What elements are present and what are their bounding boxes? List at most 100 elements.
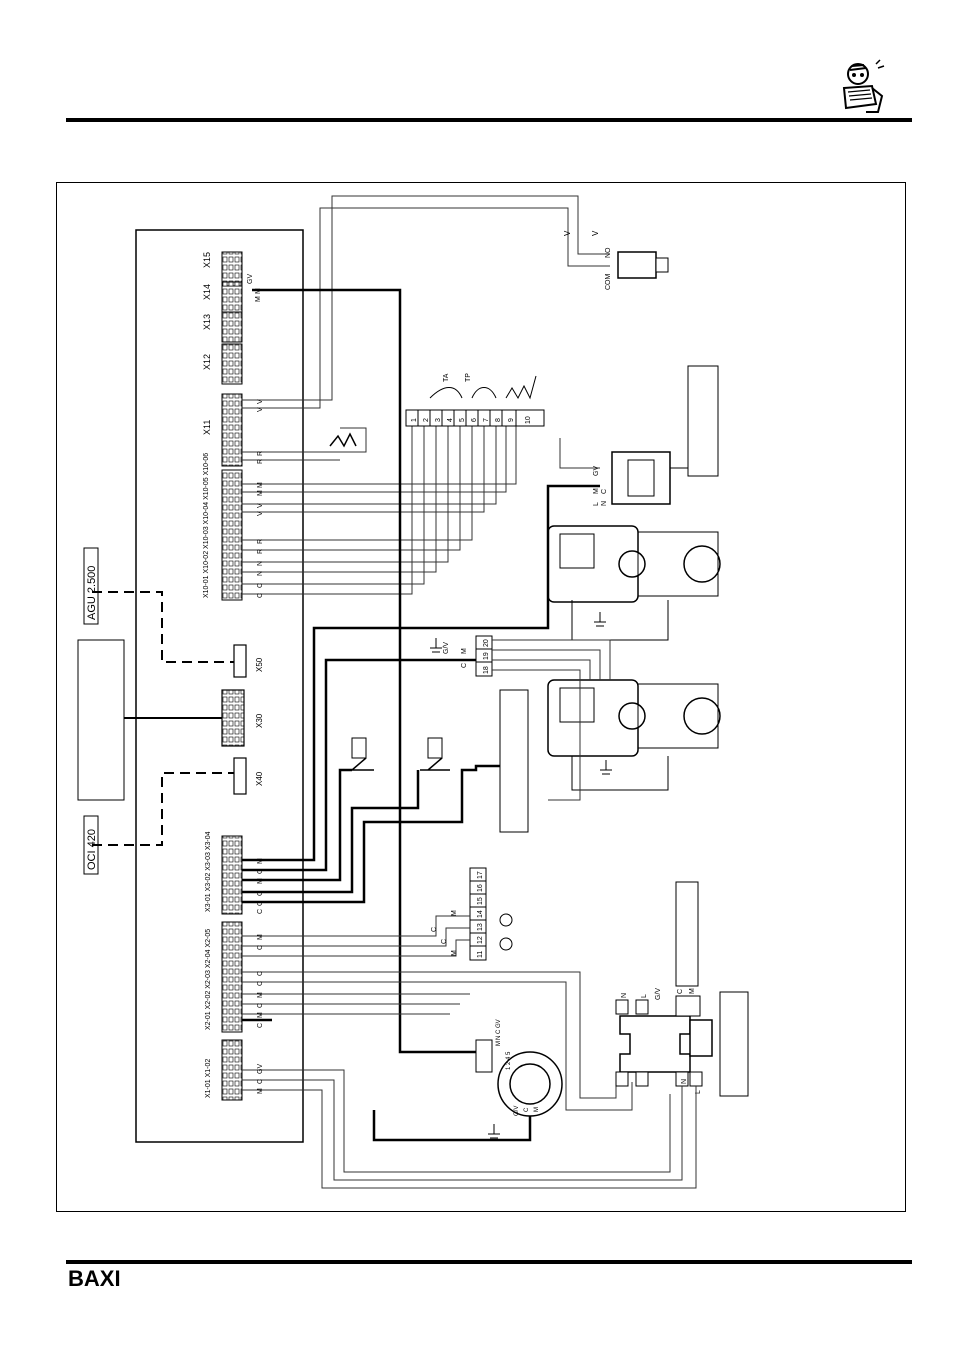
terminal-a-9: 9	[508, 418, 515, 422]
svg-text:M: M	[451, 910, 458, 916]
connector-x12-label: X12	[202, 354, 212, 370]
connector-x3-header: X3-01 X3-02 X3-03 X3-04	[205, 831, 212, 912]
thermostat-tp-label: TP	[465, 373, 472, 382]
svg-text:M: M	[257, 992, 264, 998]
agu-bus-line	[92, 591, 234, 663]
terminal-c-14: 14	[477, 910, 484, 918]
header-rule	[66, 118, 912, 122]
x1-wire-letters: GV C M	[257, 1064, 264, 1094]
svg-text:V: V	[257, 399, 264, 404]
svg-text:R: R	[257, 459, 264, 464]
connector-x50	[233, 644, 247, 678]
connector-x1-header: X1-01 X1-02	[205, 1059, 212, 1098]
diagram-frame	[56, 182, 906, 1212]
thermostat-switch-icon	[429, 387, 497, 399]
x2-wire-letters: M C C C M C M C	[257, 934, 264, 1028]
svg-text:C: C	[257, 945, 264, 950]
footer-rule	[66, 1260, 912, 1264]
svg-text:C: C	[257, 1003, 264, 1008]
pump-icon-1	[499, 937, 513, 951]
svg-text:M: M	[257, 934, 264, 940]
terminal-b-20: 20	[483, 639, 490, 647]
terminal-c-17: 17	[477, 871, 484, 879]
x11-wire-r	[242, 427, 367, 453]
svg-text:C: C	[257, 869, 264, 874]
terminal-block-b	[430, 635, 493, 677]
valve-wire-bundle	[492, 639, 611, 801]
svg-text:C: C	[257, 1023, 264, 1028]
connector-group-top: X15 X14 X13 X12 X11	[202, 251, 243, 467]
x14-fan-wire	[252, 288, 476, 1054]
svg-text:GV: GV	[257, 1064, 264, 1074]
terminal-c-12: 12	[477, 936, 484, 944]
pump-wire-letters: M C C M	[431, 910, 458, 956]
oci-module-label: OCI 420	[86, 829, 98, 870]
mains-terminal-c: C	[677, 989, 684, 994]
mains-terminal-n: N	[621, 993, 628, 998]
x1-wire-bundle	[242, 1069, 697, 1189]
pressure-switch-wire-1	[242, 195, 610, 401]
fan-wire-n: N	[496, 1036, 502, 1040]
x3-wire-letters: M C M C C C	[257, 858, 264, 914]
svg-text:C: C	[431, 927, 438, 932]
svg-text:C: C	[257, 891, 264, 896]
transformer-wire-m: M	[593, 488, 600, 494]
svg-text:C: C	[257, 981, 264, 986]
terminal-a-1: 1	[411, 418, 418, 422]
brand-logo: BAXI	[68, 1266, 121, 1291]
thermostat-ta-label: TA	[443, 373, 450, 382]
svg-text:GV: GV	[247, 274, 254, 284]
fan-wire-gv: GV	[496, 1019, 502, 1028]
ignition-transformer	[546, 365, 719, 598]
connector-x15-label: X15	[202, 252, 212, 268]
svg-text:C: C	[257, 971, 264, 976]
svg-text:C: C	[257, 901, 264, 906]
fan-earth-m: M	[534, 1107, 540, 1112]
terminal-b-wire-c: C	[461, 663, 468, 668]
svg-text:C: C	[257, 593, 264, 598]
transformer-wire-c: C	[601, 489, 608, 494]
x2-wire-bundle	[242, 971, 633, 1111]
mains-filter	[615, 881, 749, 1097]
svg-text:R: R	[257, 549, 264, 554]
connector-x50-label: X50	[255, 657, 264, 672]
terminal-a-7: 7	[483, 418, 490, 422]
terminal-a-10: 10	[525, 416, 532, 424]
terminal-c-13: 13	[477, 923, 484, 931]
svg-text:R: R	[257, 539, 264, 544]
control-board	[135, 229, 304, 1143]
svg-text:M: M	[451, 950, 458, 956]
safety-thermostat-1	[346, 737, 374, 771]
transformer-wire-gv: GV	[593, 466, 600, 476]
svg-text:V: V	[257, 503, 264, 508]
fan-earth-c: C	[524, 1107, 530, 1112]
x10-wire-letters: M M V V R R N N C C	[257, 482, 264, 598]
gas-valve-upper	[547, 525, 721, 641]
terminal-b-18: 18	[483, 666, 490, 674]
pressure-switch-wire-2	[242, 207, 610, 409]
terminal-a-3: 3	[435, 418, 442, 422]
mains-terminal-gv: G/V	[655, 988, 662, 1000]
pressure-switch-com: COM	[605, 274, 612, 291]
svg-text:C: C	[257, 909, 264, 914]
connector-x3-bank: X3-01 X3-02 X3-03 X3-04	[205, 831, 243, 915]
gas-valve-lower	[547, 679, 721, 791]
connector-x10-header: X10-01 X10-02 X10-03 X10-04 X10-05 X10-0…	[203, 453, 210, 598]
connector-x40-label: X40	[255, 771, 264, 786]
svg-text:V: V	[257, 511, 264, 516]
pump-icon-2	[499, 913, 513, 927]
svg-text:C: C	[257, 583, 264, 588]
svg-text:M: M	[257, 878, 264, 884]
connector-x30	[221, 689, 245, 747]
svg-text:R: R	[257, 451, 264, 456]
mains-terminal-l2: L	[695, 1090, 702, 1094]
interface-module-box	[77, 639, 125, 801]
agu-module-label-box	[83, 547, 99, 625]
terminal-c-15: 15	[477, 897, 484, 905]
mains-terminal-l: L	[641, 994, 648, 998]
connector-x1-bank: X1-01 X1-02	[205, 1039, 243, 1101]
svg-text:M: M	[257, 1088, 264, 1094]
terminal-c-16: 16	[477, 884, 484, 892]
connector-x10-bank: X10-01 X10-02 X10-03 X10-04 X10-05 X10-0…	[203, 453, 243, 601]
pressure-switch-stem	[655, 257, 669, 273]
